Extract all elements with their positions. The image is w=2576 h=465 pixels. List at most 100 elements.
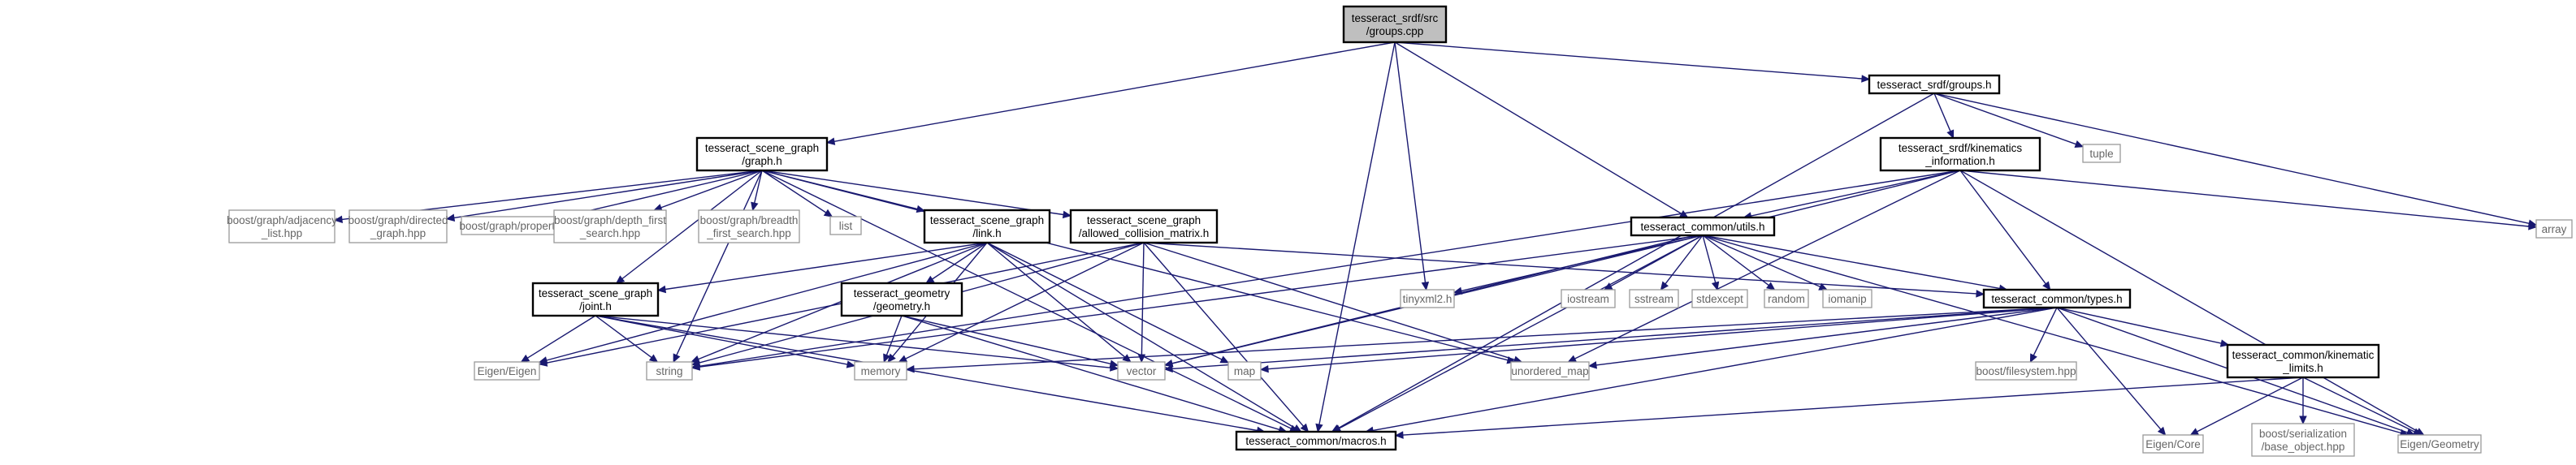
arrowhead xyxy=(2219,339,2230,347)
node-groups_h[interactable]: tesseract_srdf/groups.h xyxy=(1868,74,2001,95)
node-utils_h[interactable]: tesseract_common/utils.h xyxy=(1630,216,1776,237)
arrowhead xyxy=(333,215,343,224)
node-geometry_h[interactable]: tesseract_geometry/geometry.h xyxy=(840,282,963,317)
arrowhead xyxy=(1109,360,1119,368)
node-dfs: boost/graph/depth_first_search.hpp xyxy=(553,209,667,243)
edge-line xyxy=(754,170,763,204)
edge-utils_h-to-string xyxy=(691,235,1704,371)
edge-line xyxy=(1702,235,1717,283)
edge-line xyxy=(569,170,763,216)
node-label: boost/filesystem.hpp xyxy=(1976,365,2076,377)
node-box xyxy=(1510,361,1590,381)
node-link_h[interactable]: tesseract_scene_graph/link.h xyxy=(923,209,1051,244)
edge-link_h-to-macros_h xyxy=(986,242,1302,433)
node-label: _first_search.hpp xyxy=(706,227,791,239)
edge-line xyxy=(1959,170,2418,433)
arrowhead xyxy=(445,213,456,222)
node-label: tesseract_srdf/kinematics xyxy=(1898,142,2023,154)
arrowhead xyxy=(1163,364,1173,373)
node-macros_h[interactable]: tesseract_common/macros.h xyxy=(1235,430,1397,451)
node-label: tesseract_common/utils.h xyxy=(1640,221,1764,233)
edge-types_h-to-vector xyxy=(1163,307,2058,373)
edge-line xyxy=(1959,170,2530,227)
edge-graph_h-to-acm_h xyxy=(761,170,1072,219)
arrowhead xyxy=(538,359,548,367)
node-kin_info[interactable]: tesseract_srdf/kinematics_information.h xyxy=(1879,136,2041,172)
edge-kin_info-to-utils_h xyxy=(1743,170,1961,220)
arrowhead xyxy=(898,355,908,363)
edge-line xyxy=(1171,307,2058,370)
node-box xyxy=(2535,219,2573,239)
edge-acm_h-to-vector xyxy=(1137,242,1146,364)
edge-line xyxy=(546,242,988,361)
node-label: iomanip xyxy=(1828,293,1866,305)
edge-line xyxy=(1959,170,2046,285)
node-boost_fs: boost/filesystem.hpp xyxy=(1975,361,2077,381)
edge-kin_info-to-array xyxy=(1959,170,2538,230)
arrowhead xyxy=(1062,210,1072,219)
edge-line xyxy=(665,242,988,291)
node-box xyxy=(531,282,660,317)
node-label: tesseract_common/types.h xyxy=(1991,293,2122,305)
edge-line xyxy=(986,242,1126,358)
node-acm_h[interactable]: tesseract_scene_graph/allowed_collision_… xyxy=(1069,209,1219,244)
node-label: tesseract_scene_graph xyxy=(1087,214,1201,226)
edge-line xyxy=(595,315,1258,432)
arrowhead xyxy=(883,353,891,364)
node-box xyxy=(829,216,862,235)
node-tuple: tuple xyxy=(2082,144,2121,163)
edge-types_h-to-memory xyxy=(905,307,2058,373)
node-groups_cpp[interactable]: tesseract_srdf/src/groups.cpp xyxy=(1342,5,1448,44)
node-label: sstream xyxy=(1634,293,1673,305)
node-map: map xyxy=(1227,361,1262,381)
edge-types_h-to-boost_fs xyxy=(2029,307,2058,364)
node-tinyxml2: tinyxml2.h xyxy=(1400,289,1455,308)
edge-utils_h-to-sstream xyxy=(1660,235,1704,291)
edge-line xyxy=(1402,377,2304,436)
edge-line xyxy=(761,170,1509,361)
node-box xyxy=(646,361,693,381)
edge-line xyxy=(621,170,763,280)
arrowhead xyxy=(2029,353,2037,364)
arrowhead xyxy=(1861,75,1871,83)
node-box xyxy=(474,361,540,381)
edge-line xyxy=(595,315,652,359)
edge-line xyxy=(986,242,1296,428)
edge-groups_cpp-to-graph_h xyxy=(825,41,1396,145)
node-label: tesseract_scene_graph xyxy=(705,142,819,154)
node-box xyxy=(1822,289,1872,308)
node-kin_limits[interactable]: tesseract_common/kinematic_limits.h xyxy=(2226,343,2380,379)
edge-line xyxy=(1338,93,1935,429)
node-label: tesseract_common/macros.h xyxy=(1245,435,1386,447)
node-box xyxy=(553,209,667,243)
node-eigen_eigen: Eigen/Eigen xyxy=(474,361,540,381)
node-types_h[interactable]: tesseract_common/types.h xyxy=(1982,288,2132,309)
node-label: /joint.h xyxy=(579,300,612,312)
node-graph_h[interactable]: tesseract_scene_graph/graph.h xyxy=(695,136,829,172)
arrowhead xyxy=(2299,415,2307,425)
edge-graph_h-to-directed xyxy=(445,170,763,222)
edge-geometry_h-to-memory xyxy=(883,315,903,364)
node-label: tesseract_srdf/src xyxy=(1352,12,1439,24)
node-label: tesseract_geometry xyxy=(854,287,950,299)
node-box xyxy=(2226,343,2380,379)
edge-kin_limits-to-boost_ser xyxy=(2299,377,2307,425)
arrowhead xyxy=(2528,222,2538,230)
edge-geometry_h-to-vector xyxy=(901,315,1119,368)
node-label: /base_object.hpp xyxy=(2262,441,2345,453)
node-label: tinyxml2.h xyxy=(1403,293,1453,305)
arrowhead xyxy=(1660,281,1669,291)
node-box xyxy=(1400,289,1455,308)
node-box xyxy=(2251,423,2355,457)
arrowhead xyxy=(1219,355,1230,364)
node-stdexcept: stdexcept xyxy=(1691,289,1748,308)
arrowhead xyxy=(2157,426,2167,436)
edge-line xyxy=(2302,377,2415,433)
node-joint_h[interactable]: tesseract_scene_graph/joint.h xyxy=(531,282,660,317)
arrowhead xyxy=(1315,423,1323,433)
node-iomanip: iomanip xyxy=(1822,289,1872,308)
arrowhead xyxy=(2042,281,2051,291)
node-label: memory xyxy=(861,365,901,377)
arrowhead xyxy=(1300,423,1310,433)
